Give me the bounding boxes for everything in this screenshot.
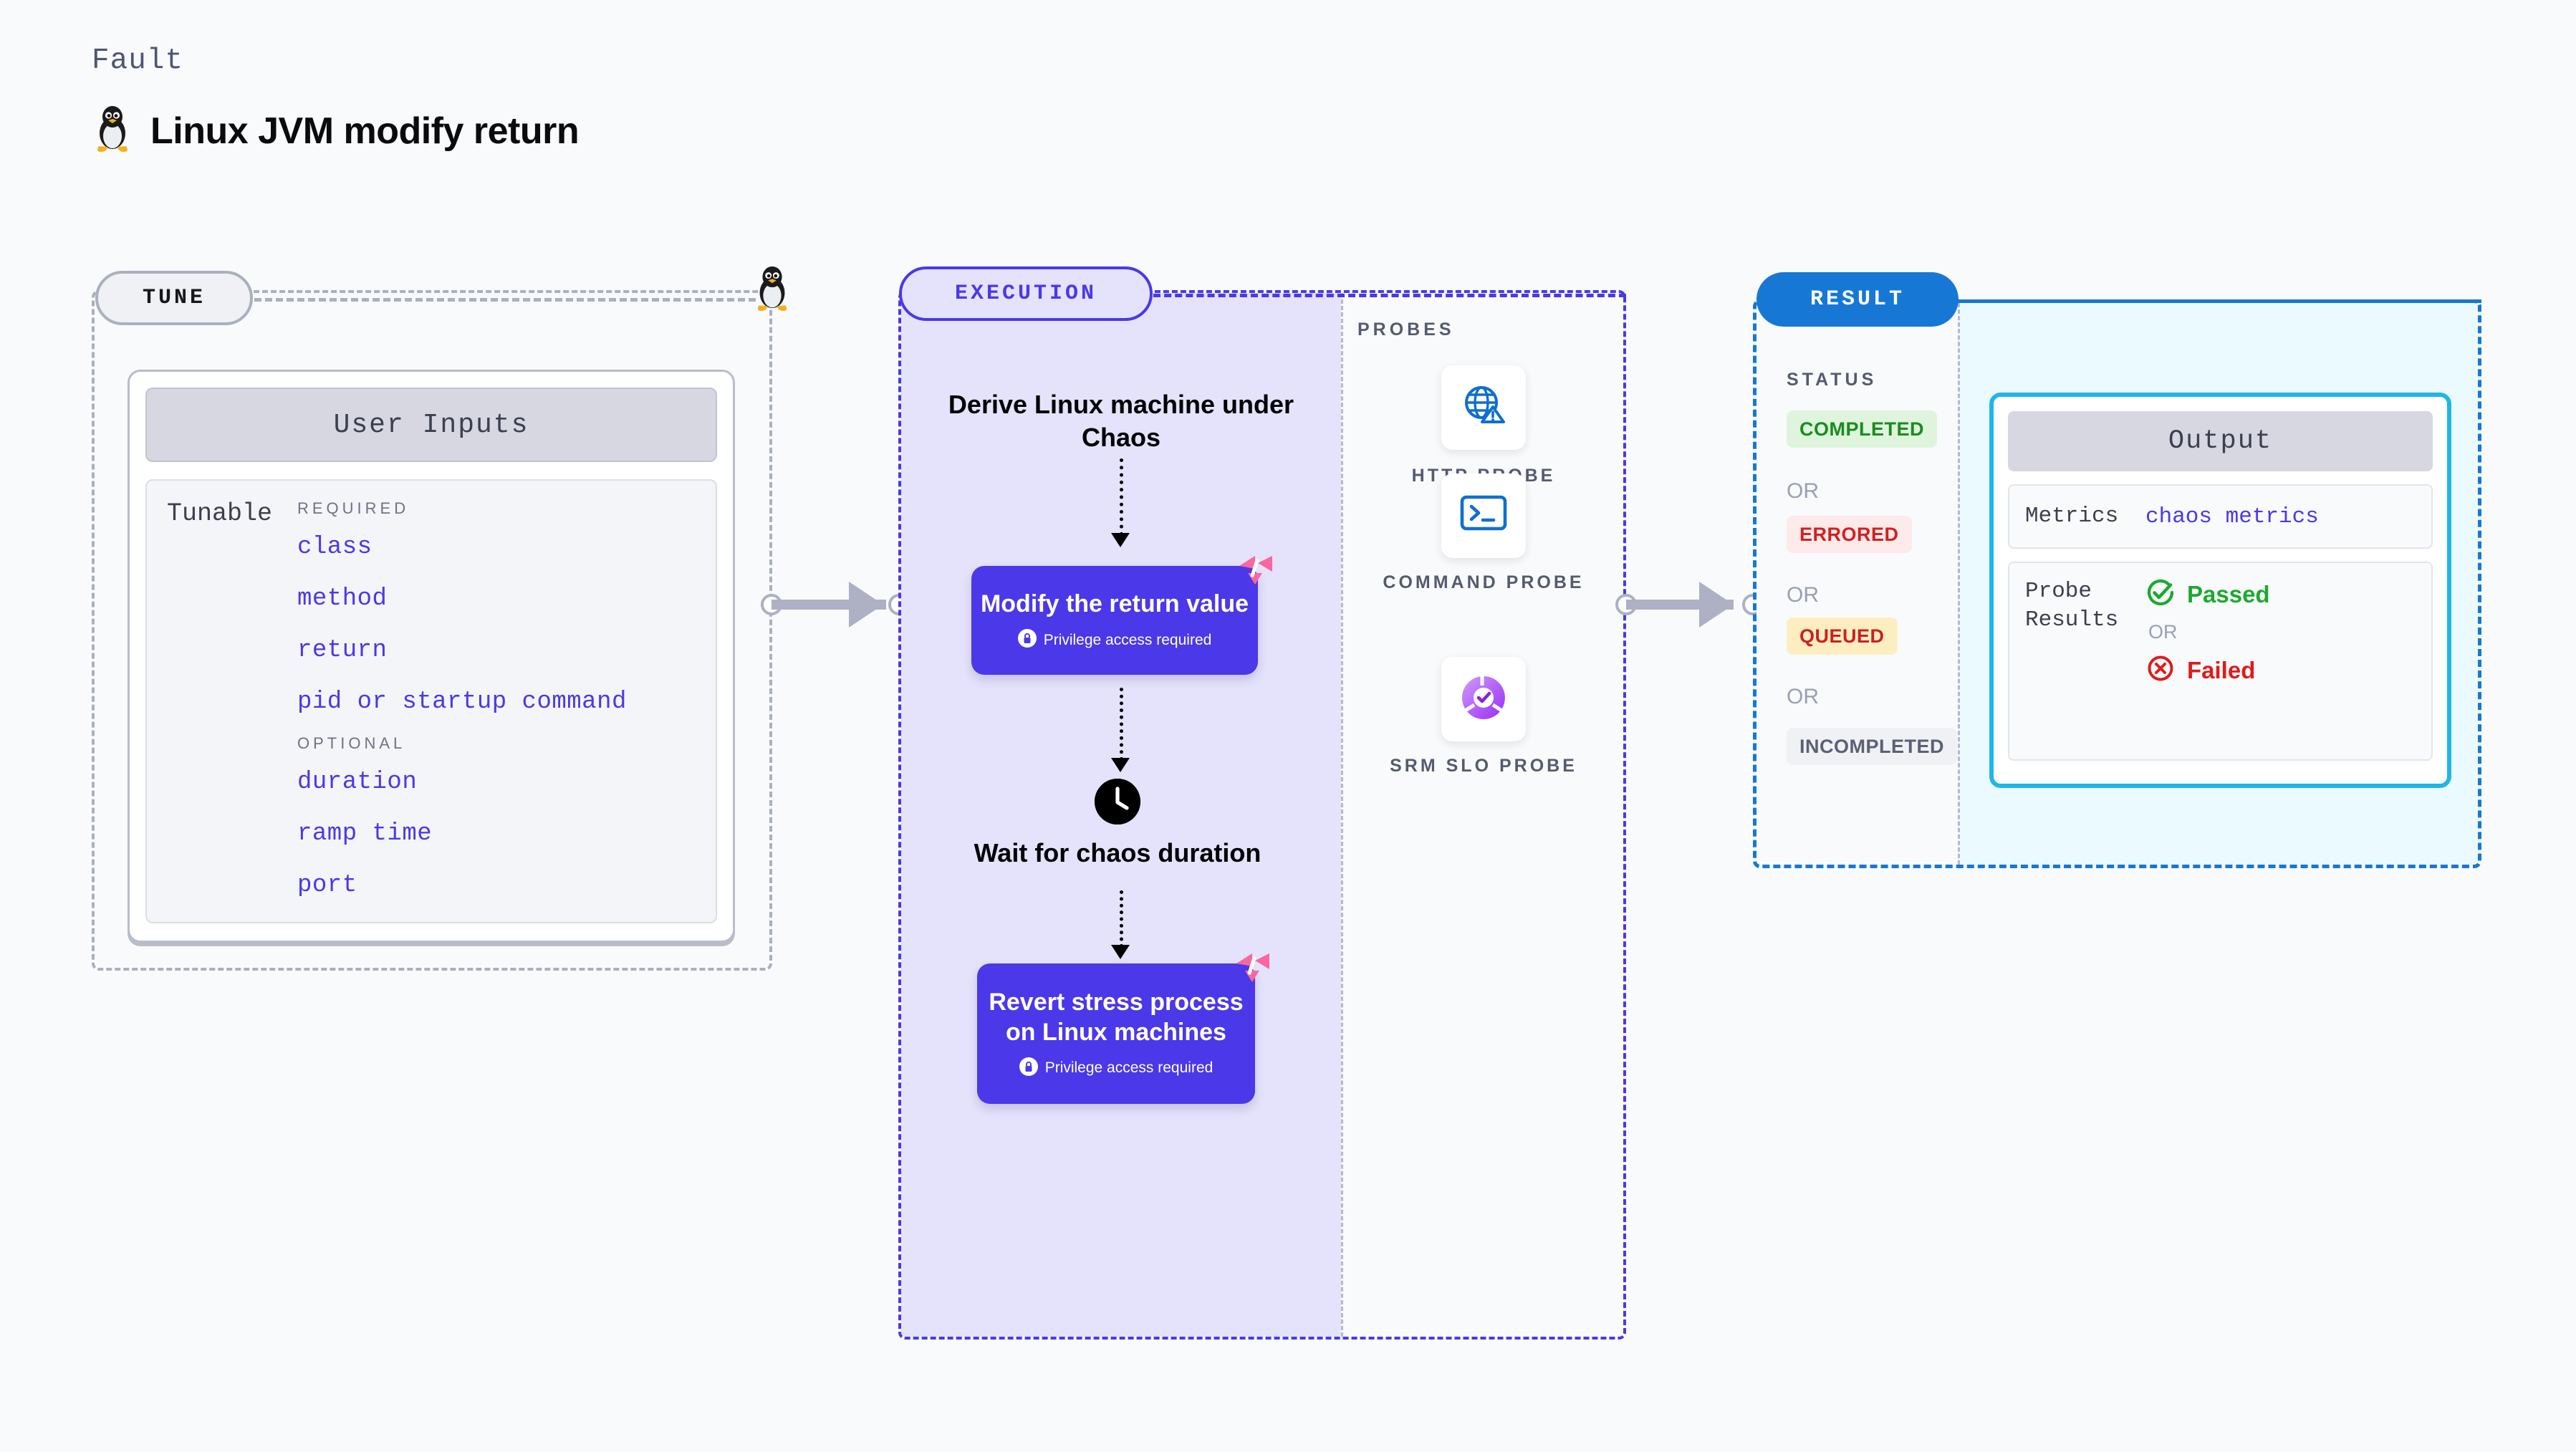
globe-warning-icon [1458,380,1509,436]
output-card: Output Metrics chaos metrics Probe Resul… [1989,393,2451,788]
fault-kicker: Fault [92,44,184,77]
privilege-note-revert: Privilege access required [1019,1057,1213,1080]
output-metrics-value[interactable]: chaos metrics [2145,504,2319,529]
execution-step-modify-card[interactable]: Modify the return value Privilege access… [971,556,1272,675]
result-divider [1958,303,1960,865]
check-circle-icon [2145,577,2176,611]
field-group-title-required: REQUIRED [297,499,410,517]
linux-penguin-icon [92,105,133,157]
page-title: Linux JVM modify return [150,110,580,152]
harness-logo-icon [1234,547,1278,592]
output-probe-results-row: Probe Results Passed OR [2008,562,2433,761]
probe-result-passed-label: Passed [2187,580,2270,607]
privilege-note-modify-text: Privilege access required [1043,631,1212,648]
page-title-row: Linux JVM modify return [92,105,580,157]
status-badge-incompleted: INCOMPLETED [1787,728,1958,765]
clock-icon [1095,779,1140,824]
output-header: Output [2008,411,2433,471]
flow-arrowhead-1 [1111,533,1130,547]
probes-divider [1341,293,1343,1337]
status-or-3: OR [1787,685,1819,708]
probe-caption-srm-slo: SRM SLO PROBE [1390,756,1577,776]
execution-step-revert-title: Revert stress process on Linux machines [989,989,1244,1046]
lock-icon [1017,629,1037,651]
execution-step-derive-label: Derive Linux machine under Chaos [948,390,1294,453]
result-status-column-fill [1756,303,1958,865]
tunable-section: Tunable REQUIRED class method return pid… [145,479,717,923]
lock-icon [1019,1057,1038,1080]
probe-result-or: OR [2148,621,2178,643]
field-port[interactable]: port [297,872,357,899]
probe-tile-srm-slo[interactable] [1441,657,1526,741]
field-duration[interactable]: duration [297,769,418,796]
flow-arrow-1 [1120,458,1123,536]
execution-panel [898,290,1626,1340]
execution-step-modify-title: Modify the return value [980,590,1249,617]
connector-arrowhead-tune-exec [849,582,883,628]
probe-tile-http[interactable] [1441,365,1526,450]
output-metrics-row: Metrics chaos metrics [2008,484,2433,549]
tune-pill[interactable]: TUNE [95,271,253,325]
field-return[interactable]: return [297,637,388,664]
flow-arrow-2 [1120,688,1123,761]
tune-top-dashed-connector [254,298,756,302]
field-class[interactable]: class [297,534,373,561]
connector-arrowhead-exec-result [1699,582,1734,628]
result-panel [1753,299,2481,868]
user-inputs-card: User Inputs Tunable REQUIRED class metho… [128,370,735,943]
field-pid-or-startup-command[interactable]: pid or startup command [297,688,627,716]
harness-logo-icon [1231,945,1275,989]
linux-penguin-connector-icon [749,265,796,312]
status-title: STATUS [1787,370,1878,390]
probe-result-failed: Failed [2145,653,2270,687]
status-badge-completed: COMPLETED [1787,410,1938,448]
tunable-field-list: REQUIRED class method return pid or star… [297,499,716,922]
probe-caption-command: COMMAND PROBE [1383,572,1585,592]
tunable-label: Tunable [167,499,273,528]
flow-arrowhead-2 [1111,758,1130,772]
execution-step-wait-label: Wait for chaos duration [974,838,1261,867]
srm-slo-donut-check-icon [1458,673,1509,726]
field-ramp-time[interactable]: ramp time [297,820,433,847]
result-pill[interactable]: RESULT [1756,272,1959,327]
status-or-2: OR [1787,583,1819,607]
status-or-1: OR [1787,479,1819,503]
probe-result-passed: Passed [2145,577,2270,611]
probe-result-failed-label: Failed [2187,656,2256,683]
output-probe-values: Passed OR Failed [2145,577,2270,745]
execution-step-revert-card[interactable]: Revert stress process on Linux machines … [977,953,1269,1104]
status-badge-errored: ERRORED [1787,516,1912,553]
flow-arrow-3 [1120,890,1123,948]
page-header: Fault Linux JVM modify return [92,44,580,157]
tune-panel [92,290,772,971]
execution-pill[interactable]: EXECUTION [899,266,1153,321]
probe-tile-command[interactable] [1441,473,1526,558]
field-group-title-optional: OPTIONAL [297,734,406,752]
flow-arrowhead-3 [1111,945,1130,959]
field-method[interactable]: method [297,585,388,612]
output-probe-key: Probe Results [2025,579,2119,633]
execution-top-dashed-connector [1153,294,1626,297]
x-circle-icon [2145,653,2176,687]
output-metrics-key: Metrics [2025,503,2119,529]
terminal-prompt-icon [1459,493,1508,539]
status-badge-queued: QUEUED [1787,617,1898,655]
privilege-note-revert-text: Privilege access required [1044,1059,1213,1077]
probes-title: PROBES [1357,319,1455,340]
user-inputs-header: User Inputs [145,388,717,462]
privilege-note-modify: Privilege access required [1017,629,1212,651]
